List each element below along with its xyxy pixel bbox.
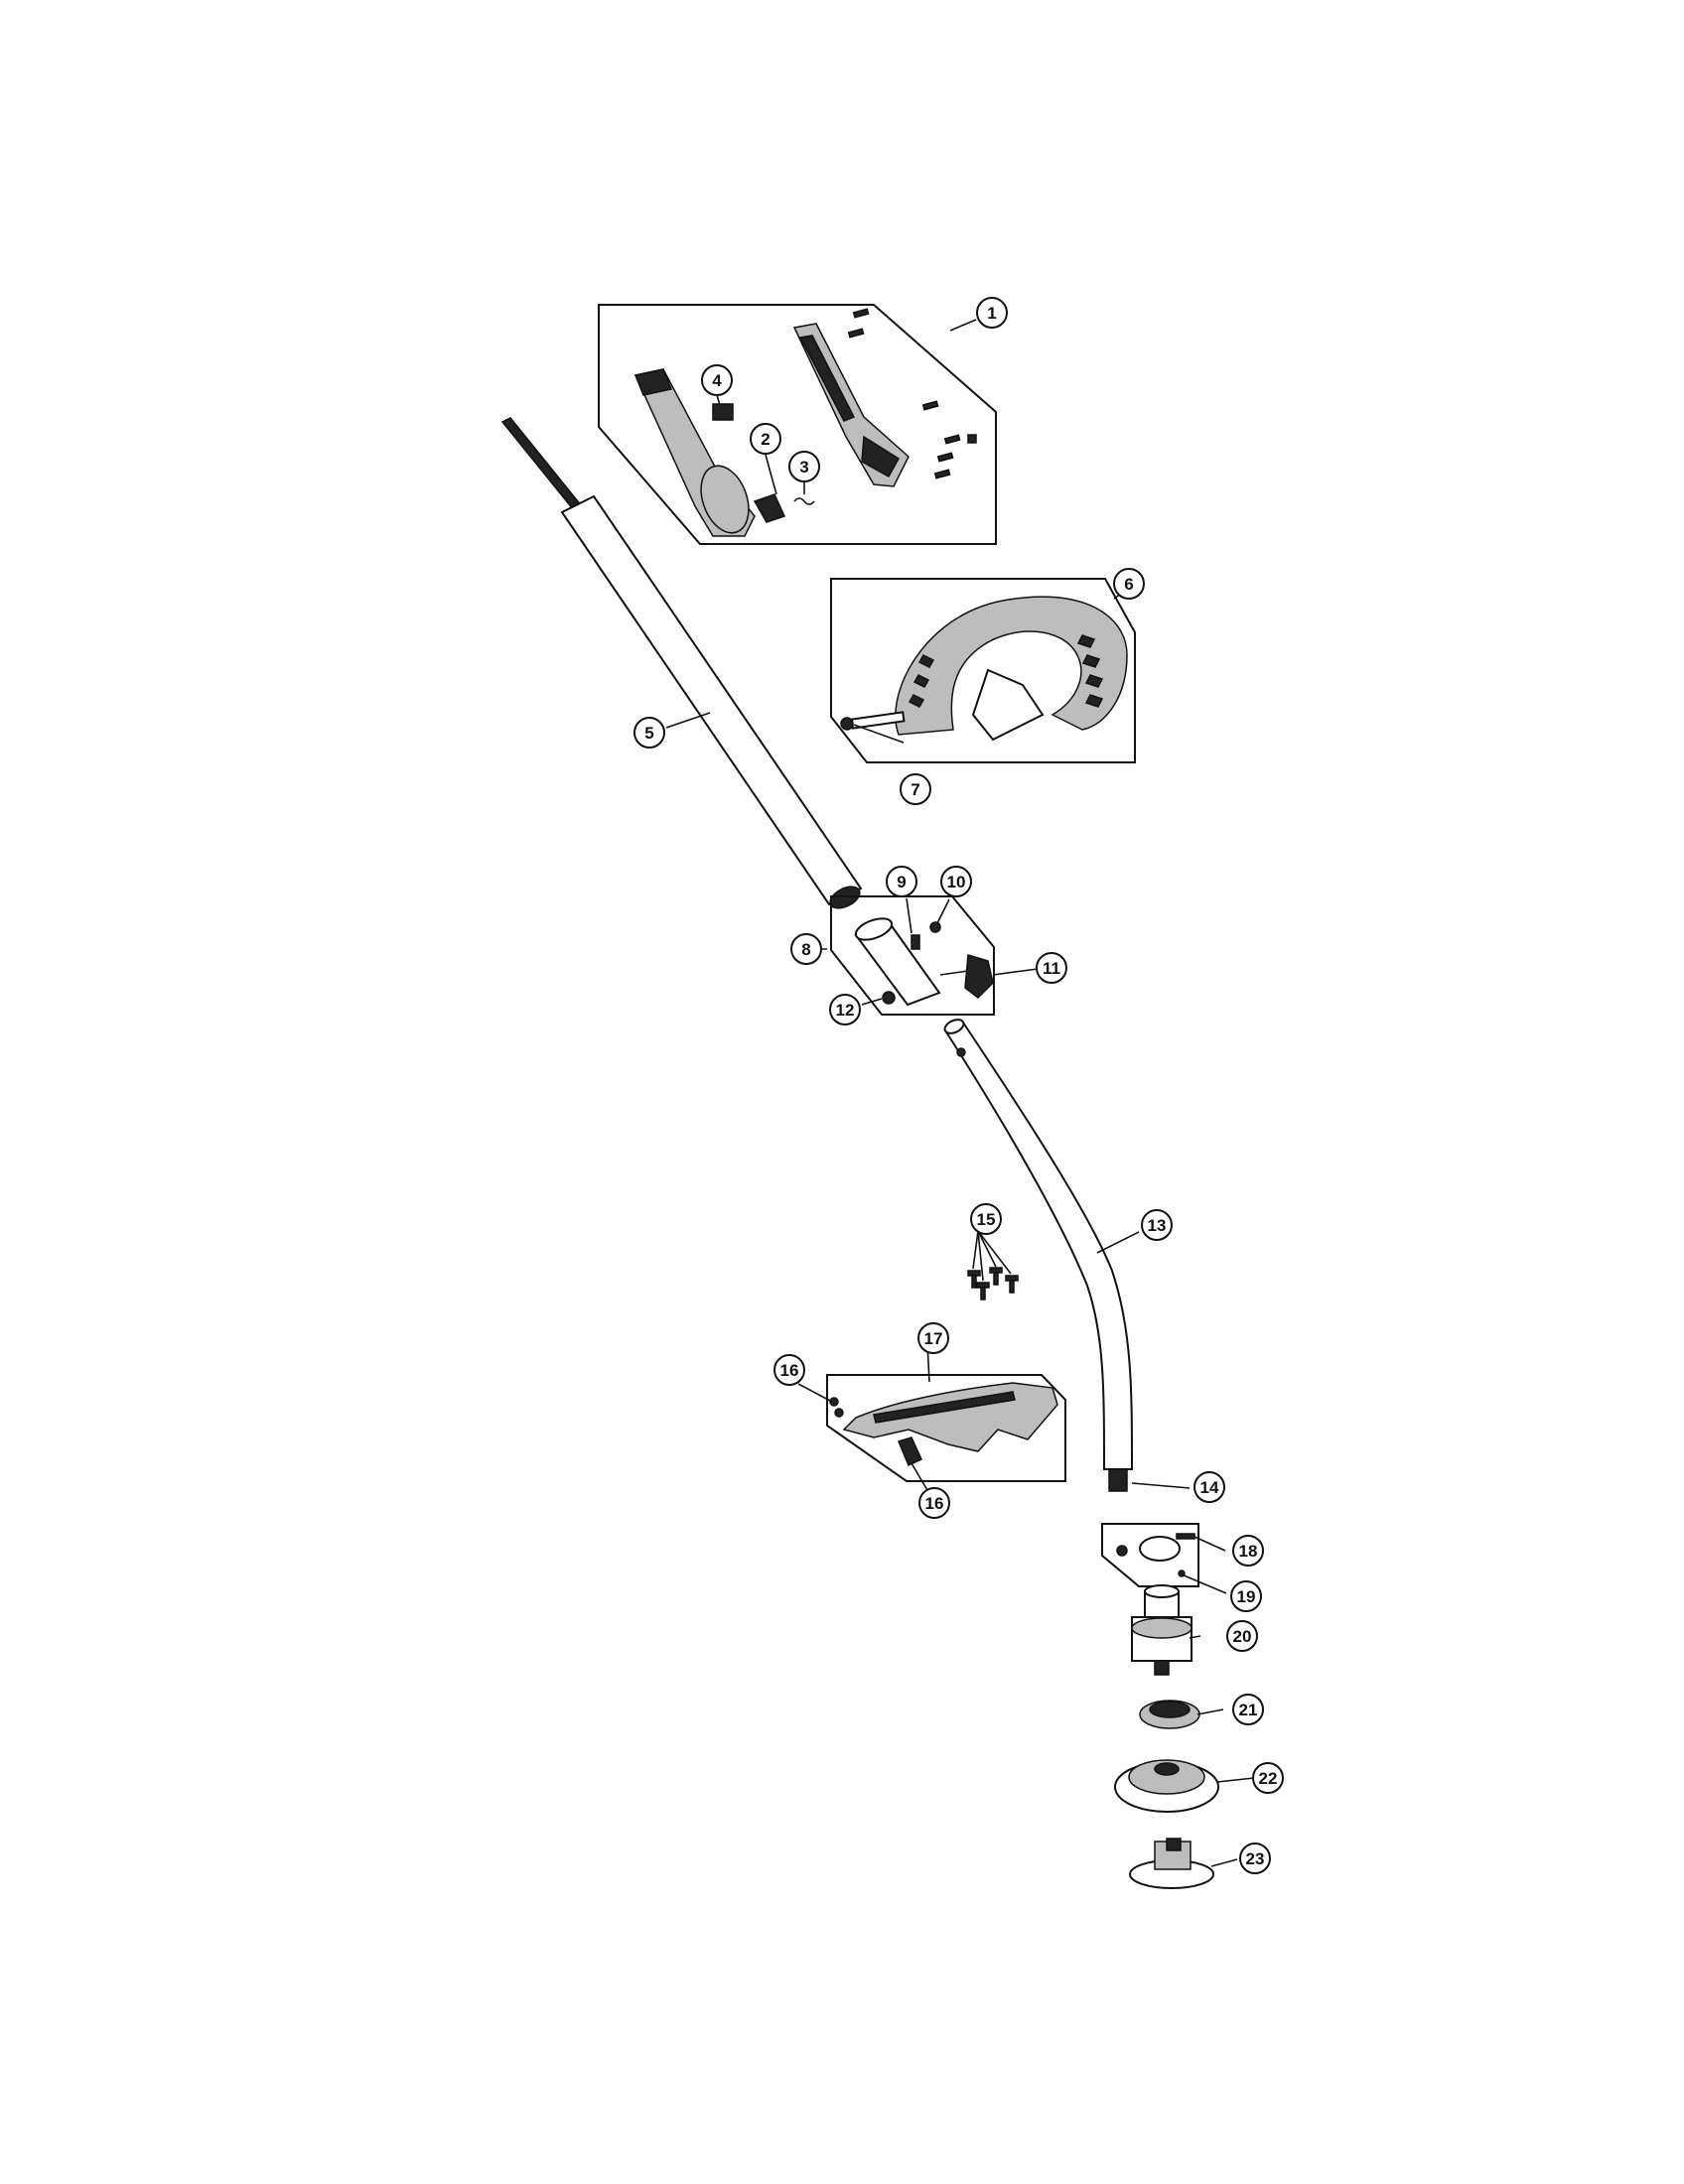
svg-text:16: 16 xyxy=(925,1494,944,1513)
svg-text:19: 19 xyxy=(1237,1587,1256,1606)
svg-text:23: 23 xyxy=(1246,1849,1265,1868)
callout-4: 4 xyxy=(701,364,733,396)
svg-text:15: 15 xyxy=(977,1210,996,1229)
callout-13: 13 xyxy=(1141,1209,1173,1241)
coupler-group xyxy=(830,895,995,1016)
callout-6: 6 xyxy=(1113,568,1145,600)
guard-group xyxy=(826,1374,1066,1482)
bump-knob xyxy=(1129,1838,1214,1889)
callout-14: 14 xyxy=(1193,1471,1225,1503)
callout-5: 5 xyxy=(633,717,665,749)
screws-15 xyxy=(967,1267,1019,1300)
callout-11: 11 xyxy=(1036,952,1067,984)
svg-text:1: 1 xyxy=(987,304,996,323)
callout-18: 18 xyxy=(1232,1535,1264,1567)
svg-text:8: 8 xyxy=(801,940,810,959)
rear-handle-group xyxy=(830,578,1136,763)
svg-text:12: 12 xyxy=(836,1001,855,1020)
callout-10: 10 xyxy=(940,866,972,897)
callout-17: 17 xyxy=(917,1322,949,1354)
svg-text:5: 5 xyxy=(644,724,653,743)
callout-16-top: 16 xyxy=(773,1354,805,1386)
callout-8: 8 xyxy=(790,933,822,965)
callout-3: 3 xyxy=(788,451,820,482)
callout-19: 19 xyxy=(1230,1580,1262,1612)
callout-16-bottom: 16 xyxy=(918,1487,950,1519)
svg-text:13: 13 xyxy=(1148,1216,1167,1235)
svg-text:3: 3 xyxy=(799,458,808,477)
svg-text:21: 21 xyxy=(1239,1701,1258,1719)
callout-1: 1 xyxy=(976,297,1008,329)
gear-head xyxy=(1131,1584,1193,1676)
svg-text:6: 6 xyxy=(1124,575,1133,594)
spool xyxy=(1114,1759,1219,1813)
svg-text:10: 10 xyxy=(947,873,966,891)
callout-2: 2 xyxy=(750,423,781,455)
clamp-group xyxy=(1101,1523,1199,1587)
svg-text:2: 2 xyxy=(761,430,770,449)
svg-text:17: 17 xyxy=(924,1329,943,1348)
svg-text:4: 4 xyxy=(712,371,722,390)
svg-text:11: 11 xyxy=(1043,959,1060,978)
lower-shaft xyxy=(943,1019,1134,1492)
callout-15: 15 xyxy=(970,1203,1002,1235)
spool-retainer xyxy=(1139,1700,1200,1729)
callout-20: 20 xyxy=(1226,1620,1258,1652)
svg-text:9: 9 xyxy=(897,873,906,891)
svg-text:18: 18 xyxy=(1239,1542,1258,1561)
svg-text:16: 16 xyxy=(780,1361,799,1380)
callout-7: 7 xyxy=(900,773,931,805)
handle-housing-group xyxy=(598,304,997,545)
leader-lines xyxy=(665,319,1255,1867)
svg-text:14: 14 xyxy=(1200,1478,1219,1497)
callout-9: 9 xyxy=(886,866,917,897)
callout-22: 22 xyxy=(1252,1762,1284,1794)
svg-text:7: 7 xyxy=(911,780,919,799)
upper-shaft xyxy=(500,417,863,909)
svg-text:20: 20 xyxy=(1233,1627,1252,1646)
callout-12: 12 xyxy=(829,994,861,1025)
svg-text:22: 22 xyxy=(1259,1769,1278,1788)
callout-23: 23 xyxy=(1239,1843,1271,1874)
callout-21: 21 xyxy=(1232,1694,1264,1725)
